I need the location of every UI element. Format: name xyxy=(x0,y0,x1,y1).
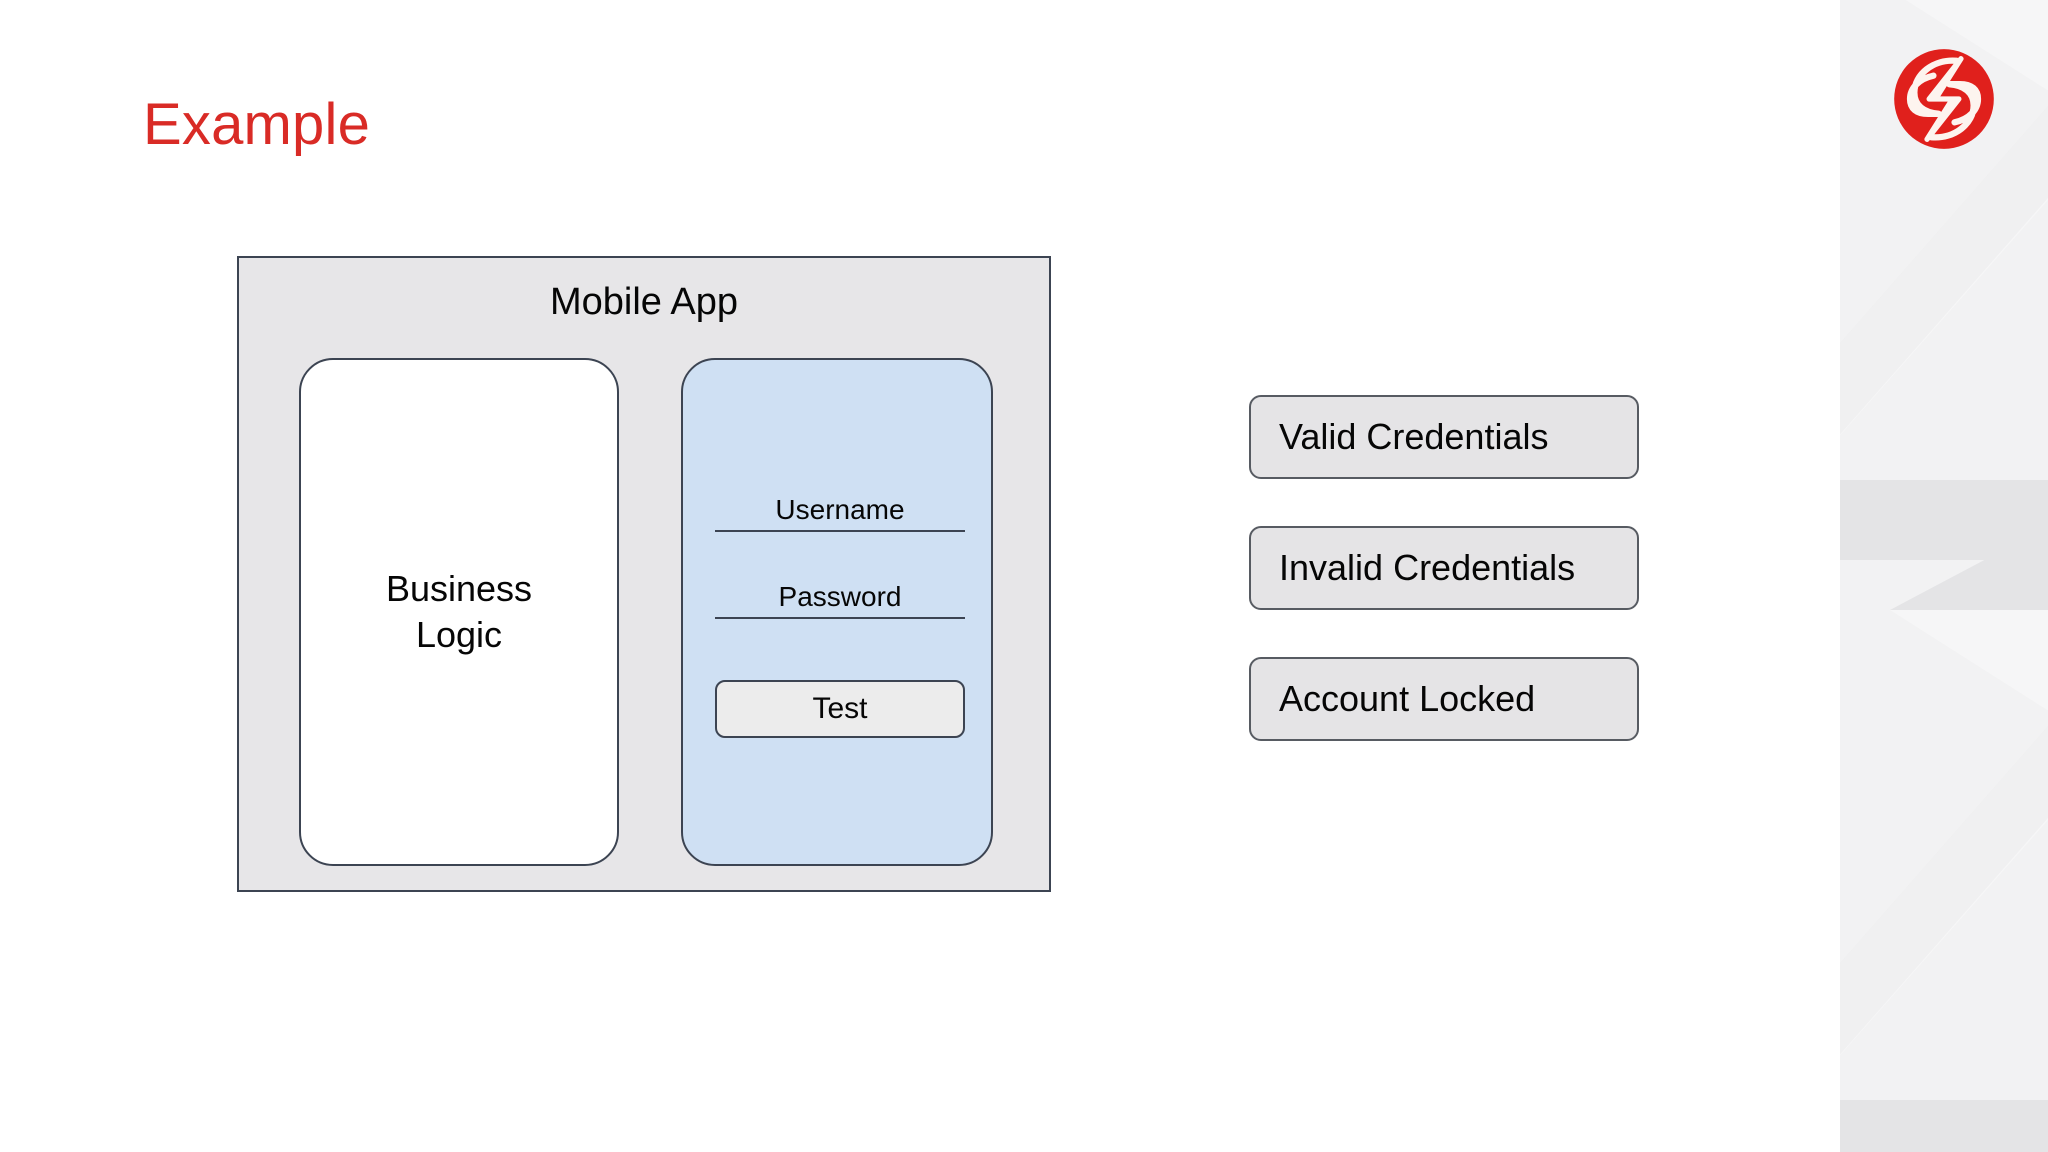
lightning-bolt-logo-icon xyxy=(1894,49,1994,149)
username-label: Username xyxy=(775,494,905,525)
test-button[interactable]: Test xyxy=(715,680,965,738)
scenario-account-locked[interactable]: Account Locked xyxy=(1249,657,1639,741)
page-title: Example xyxy=(143,92,371,157)
username-underline xyxy=(715,530,965,532)
scenario-invalid-credentials[interactable]: Invalid Credentials xyxy=(1249,526,1639,610)
password-label: Password xyxy=(778,581,902,612)
brand-rail xyxy=(1840,0,2048,1152)
password-field[interactable]: Password xyxy=(715,581,965,619)
mobile-app-container: Mobile App Business Logic Username Passw… xyxy=(237,256,1051,892)
login-screen-panel: Username Password Test xyxy=(681,358,993,866)
scenario-list: Valid Credentials Invalid Credentials Ac… xyxy=(1249,395,1639,741)
lightning-bolt-watermark-icon xyxy=(1840,0,2048,1152)
business-logic-label: Business Logic xyxy=(385,567,533,655)
mobile-app-title: Mobile App xyxy=(549,281,738,323)
password-underline xyxy=(715,617,965,619)
username-field[interactable]: Username xyxy=(715,494,965,532)
scenario-valid-credentials[interactable]: Valid Credentials xyxy=(1249,395,1639,479)
business-logic-box: Business Logic xyxy=(299,358,619,866)
